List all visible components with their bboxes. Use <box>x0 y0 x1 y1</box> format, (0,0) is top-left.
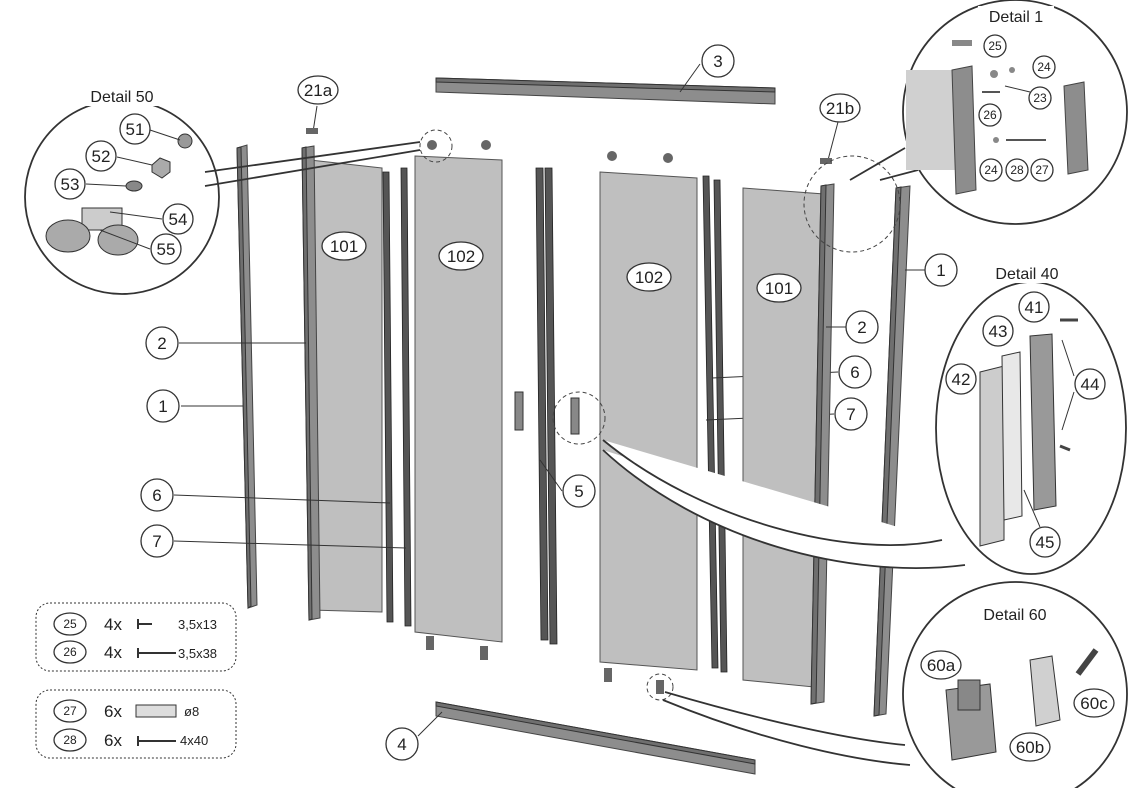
long-screw-icon <box>137 648 176 658</box>
label-45: 45 <box>1036 533 1055 552</box>
label-44: 44 <box>1081 375 1100 394</box>
table2-row1-size: ø8 <box>184 704 199 719</box>
left-sliding-door <box>414 155 524 643</box>
label-42: 42 <box>952 370 971 389</box>
table2-row1-part: 27 <box>63 704 77 718</box>
table1-row2-part: 26 <box>63 645 77 659</box>
label-101-left: 101 <box>330 237 358 256</box>
label-102-left: 102 <box>447 247 475 266</box>
table2-row1-qty: 6x <box>104 702 122 721</box>
label-2-left: 2 <box>157 334 166 353</box>
wall-screw-icon <box>137 736 176 746</box>
detail-1-title: Detail 1 <box>989 9 1043 26</box>
wall-plug-icon <box>135 704 177 718</box>
detail-40-title: Detail 40 <box>995 266 1058 283</box>
label-24-top: 24 <box>1037 60 1051 74</box>
label-6-right: 6 <box>850 363 859 382</box>
hardware-screws <box>306 128 832 694</box>
label-101-right: 101 <box>765 279 793 298</box>
label-43: 43 <box>989 322 1008 341</box>
label-25: 25 <box>988 39 1002 53</box>
right-sliding-door <box>570 171 698 671</box>
label-60c: 60c <box>1080 694 1108 713</box>
label-1-left: 1 <box>158 397 167 416</box>
right-seals <box>702 175 728 673</box>
left-fixed-panel <box>301 145 383 621</box>
table1-row2-size: 3,5x38 <box>178 646 217 661</box>
label-3: 3 <box>713 52 722 71</box>
center-seals <box>535 167 558 645</box>
label-21a: 21a <box>304 81 333 100</box>
label-5: 5 <box>574 482 583 501</box>
detail-40-parts <box>979 318 1078 547</box>
label-52: 52 <box>92 147 111 166</box>
table2-row2-size: 4x40 <box>180 733 208 748</box>
parts-table-anchors: 27 6x ø8 28 6x 4x40 <box>35 689 237 759</box>
label-51: 51 <box>126 120 145 139</box>
label-21b: 21b <box>826 99 854 118</box>
detail-60-parts <box>945 648 1099 761</box>
table1-row1-size: 3,5x13 <box>178 617 217 632</box>
left-wall-profile <box>236 144 258 609</box>
detail-50-title: Detail 50 <box>90 89 153 106</box>
table2-row2-qty: 6x <box>104 731 122 750</box>
screw-icon <box>137 619 152 629</box>
label-54: 54 <box>169 210 188 229</box>
label-102-right: 102 <box>635 268 663 287</box>
label-60a: 60a <box>927 656 956 675</box>
label-41: 41 <box>1025 298 1044 317</box>
label-27: 27 <box>1035 163 1049 177</box>
detail-50-parts <box>45 133 193 256</box>
label-6-left: 6 <box>152 486 161 505</box>
label-53: 53 <box>61 175 80 194</box>
label-60b: 60b <box>1016 738 1044 757</box>
table1-row1-qty: 4x <box>104 615 122 634</box>
bottom-rail <box>435 701 756 775</box>
table1-row2-qty: 4x <box>104 643 122 662</box>
right-wall-profile <box>873 185 911 717</box>
label-24-bottom: 24 <box>984 163 998 177</box>
top-rail <box>435 77 776 105</box>
label-28: 28 <box>1010 163 1024 177</box>
table1-row1-part: 25 <box>63 617 77 631</box>
label-23: 23 <box>1033 91 1047 105</box>
label-55: 55 <box>157 240 176 259</box>
label-4: 4 <box>397 735 406 754</box>
detail-60-title: Detail 60 <box>983 607 1046 624</box>
label-2-right: 2 <box>857 318 866 337</box>
detail-1-parts <box>906 40 1089 195</box>
right-fixed-panel <box>742 183 835 705</box>
label-26: 26 <box>983 108 997 122</box>
left-seals <box>382 167 412 627</box>
label-1-right: 1 <box>936 261 945 280</box>
label-7-left: 7 <box>152 532 161 551</box>
label-7-right: 7 <box>846 405 855 424</box>
table2-row2-part: 28 <box>63 733 77 747</box>
detail-40-circle <box>935 281 1127 575</box>
parts-table-screws: 25 4x 3,5x13 26 4x 3,5x38 <box>35 602 237 672</box>
